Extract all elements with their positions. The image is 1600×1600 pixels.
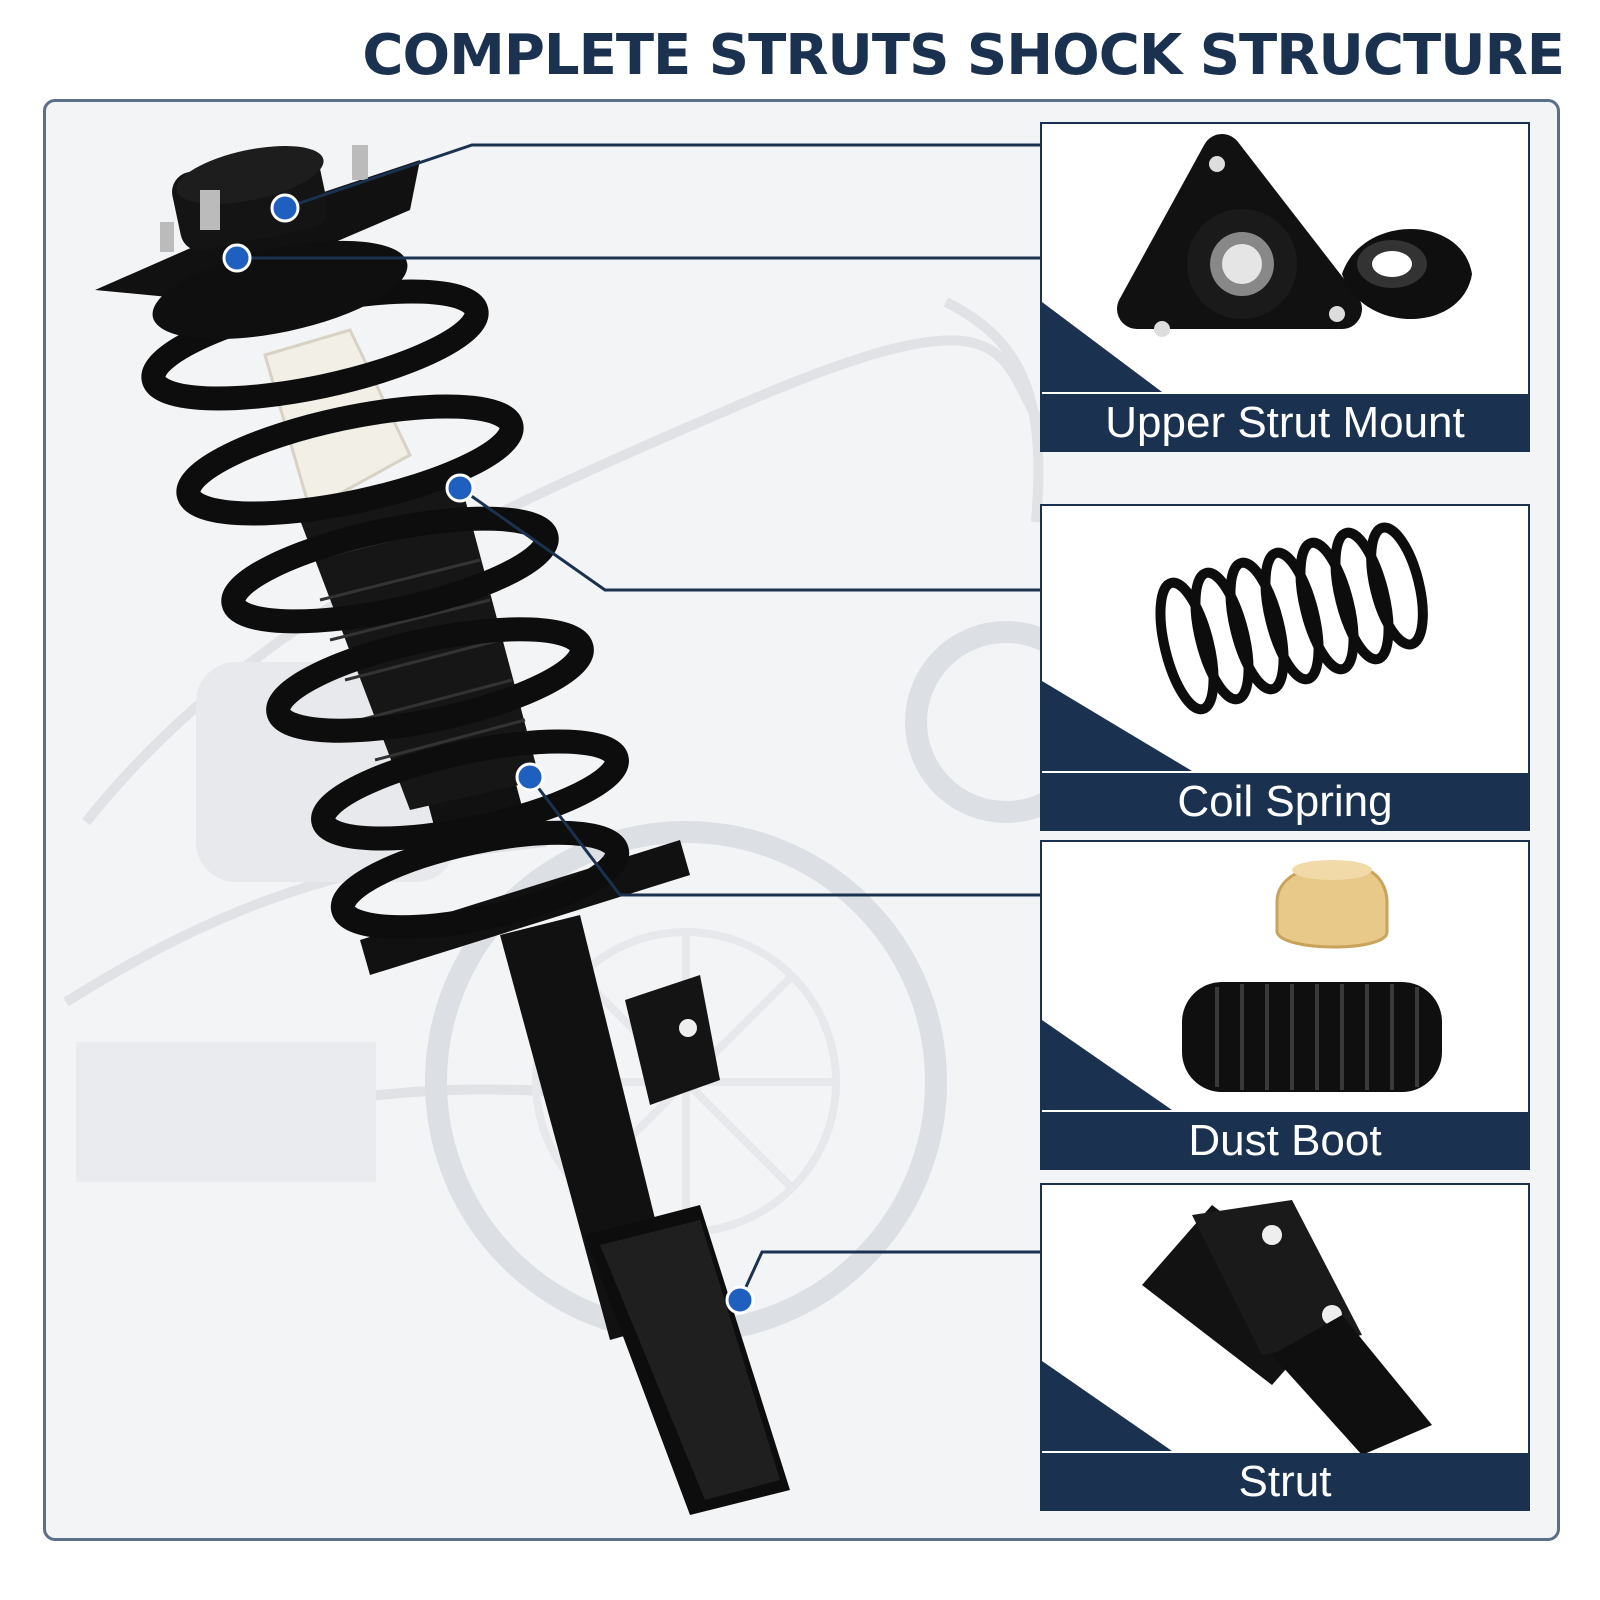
page-title: COMPLETE STRUTS SHOCK STRUCTURE bbox=[362, 23, 1565, 88]
component-label: Upper Strut Mount bbox=[1042, 394, 1528, 450]
marker-upper-mount bbox=[270, 193, 300, 223]
card-corner-decoration bbox=[1042, 1361, 1172, 1451]
strut-body bbox=[360, 761, 790, 1515]
marker-coil-spring bbox=[445, 473, 475, 503]
component-card-strut: Strut bbox=[1040, 1183, 1530, 1511]
card-corner-decoration bbox=[1042, 681, 1192, 771]
component-card-dust-boot: Dust Boot bbox=[1040, 840, 1530, 1170]
coil-spring-illustration bbox=[141, 279, 630, 940]
dust-boot-icon bbox=[1182, 860, 1442, 1092]
upper-mount-illustration bbox=[95, 145, 420, 340]
upper-strut-mount-icon bbox=[1117, 134, 1472, 337]
callout-lines bbox=[237, 143, 1040, 1301]
component-label: Coil Spring bbox=[1042, 773, 1528, 829]
card-corner-decoration bbox=[1042, 302, 1162, 392]
component-label: Dust Boot bbox=[1042, 1112, 1528, 1168]
component-card-coil-spring: Coil Spring bbox=[1040, 504, 1530, 831]
component-label: Strut bbox=[1042, 1453, 1528, 1509]
marker-dust-boot bbox=[515, 762, 545, 792]
marker-mount-bearing bbox=[222, 243, 252, 273]
card-corner-decoration bbox=[1042, 1020, 1172, 1110]
marker-strut bbox=[725, 1285, 755, 1315]
component-card-upper-strut-mount: Upper Strut Mount bbox=[1040, 122, 1530, 452]
strut-icon bbox=[1142, 1200, 1432, 1455]
coil-spring-icon bbox=[1155, 522, 1428, 715]
